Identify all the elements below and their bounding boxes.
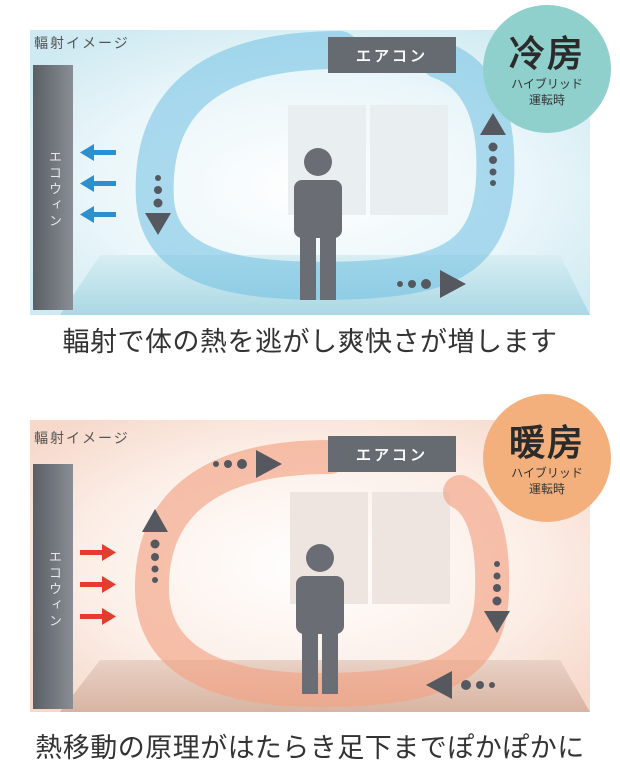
cooling-badge-title: 冷房: [508, 34, 585, 75]
heating-room-illustration: [30, 420, 590, 712]
cooling-caption: 輻射で体の熱を逃がし爽快さが増します: [62, 327, 558, 358]
cooling-badge-line2: 運転時: [528, 93, 565, 107]
heating-mode-badge: 暖房 ハイブリッド 運転時: [483, 394, 611, 522]
cooling-wall-arrows: [80, 144, 116, 223]
heating-airflow-loop: [134, 440, 510, 708]
cooling-right-arrow-icon: [397, 270, 466, 298]
cooling-image-label: 輻射イメージ: [34, 36, 130, 52]
cooling-person-icon: [294, 148, 342, 300]
heating-ac-unit: エアコン: [328, 436, 456, 472]
cooling-badge-line1: ハイブリッド: [511, 77, 583, 91]
heating-badge-line2: 運転時: [528, 482, 565, 496]
heating-image-label: 輻射イメージ: [34, 431, 130, 447]
heating-badge-line1: ハイブリッド: [511, 466, 583, 480]
heating-up-arrow-icon: [142, 509, 168, 583]
heating-person-icon: [296, 544, 344, 694]
cooling-mode-badge: 冷房 ハイブリッド 運転時: [483, 5, 611, 133]
heating-caption: 熱移動の原理がはたらき足下までぽかぽかに: [35, 733, 585, 764]
heating-down-arrow-icon: [484, 561, 510, 633]
heating-wall-label: エコウィン: [46, 550, 61, 630]
cooling-diagram: エコウィン 輻射イメージ エアコン 冷房 ハイブリッド 運転時: [0, 0, 620, 315]
cooling-ecowin-wall: [33, 65, 73, 310]
heating-wall-arrows: [80, 544, 116, 625]
heating-right-arrow-icon: [213, 450, 282, 478]
cooling-up-arrow-icon: [480, 113, 506, 186]
cooling-down-arrow-icon: [145, 175, 171, 235]
heating-left-arrow-icon: [426, 671, 495, 699]
cooling-wall-label: エコウィン: [46, 150, 61, 230]
heating-ecowin-wall: [33, 464, 73, 709]
heating-badge-title: 暖房: [508, 423, 585, 464]
heating-diagram: エコウィン 輻射イメージ エアコン 暖房 ハイブリッド 運転時: [0, 392, 620, 712]
cooling-ac-unit: エアコン: [328, 37, 456, 73]
cooling-window-right: [370, 105, 448, 215]
heating-window-right: [372, 492, 450, 604]
